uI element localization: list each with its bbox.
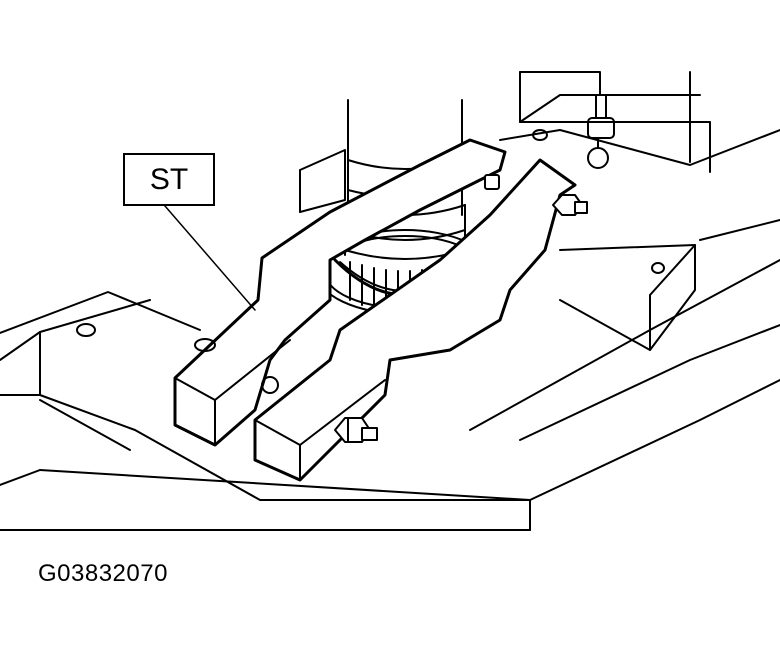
bolt-right-arm-back <box>552 194 588 216</box>
bed-hole <box>76 323 96 337</box>
figure-code: G03832070 <box>38 560 168 587</box>
bolt-right-arm-front <box>334 417 378 443</box>
special-tool-left-arm <box>173 138 507 447</box>
bolt-left-arm <box>261 376 279 394</box>
press-frame-right <box>469 71 780 501</box>
hose-fitting <box>587 95 615 169</box>
callout-label-st: ST <box>123 153 215 206</box>
bolt-top <box>484 174 500 190</box>
support-block-left <box>299 149 346 213</box>
callout-leader <box>164 205 256 311</box>
press-bed <box>0 291 531 531</box>
